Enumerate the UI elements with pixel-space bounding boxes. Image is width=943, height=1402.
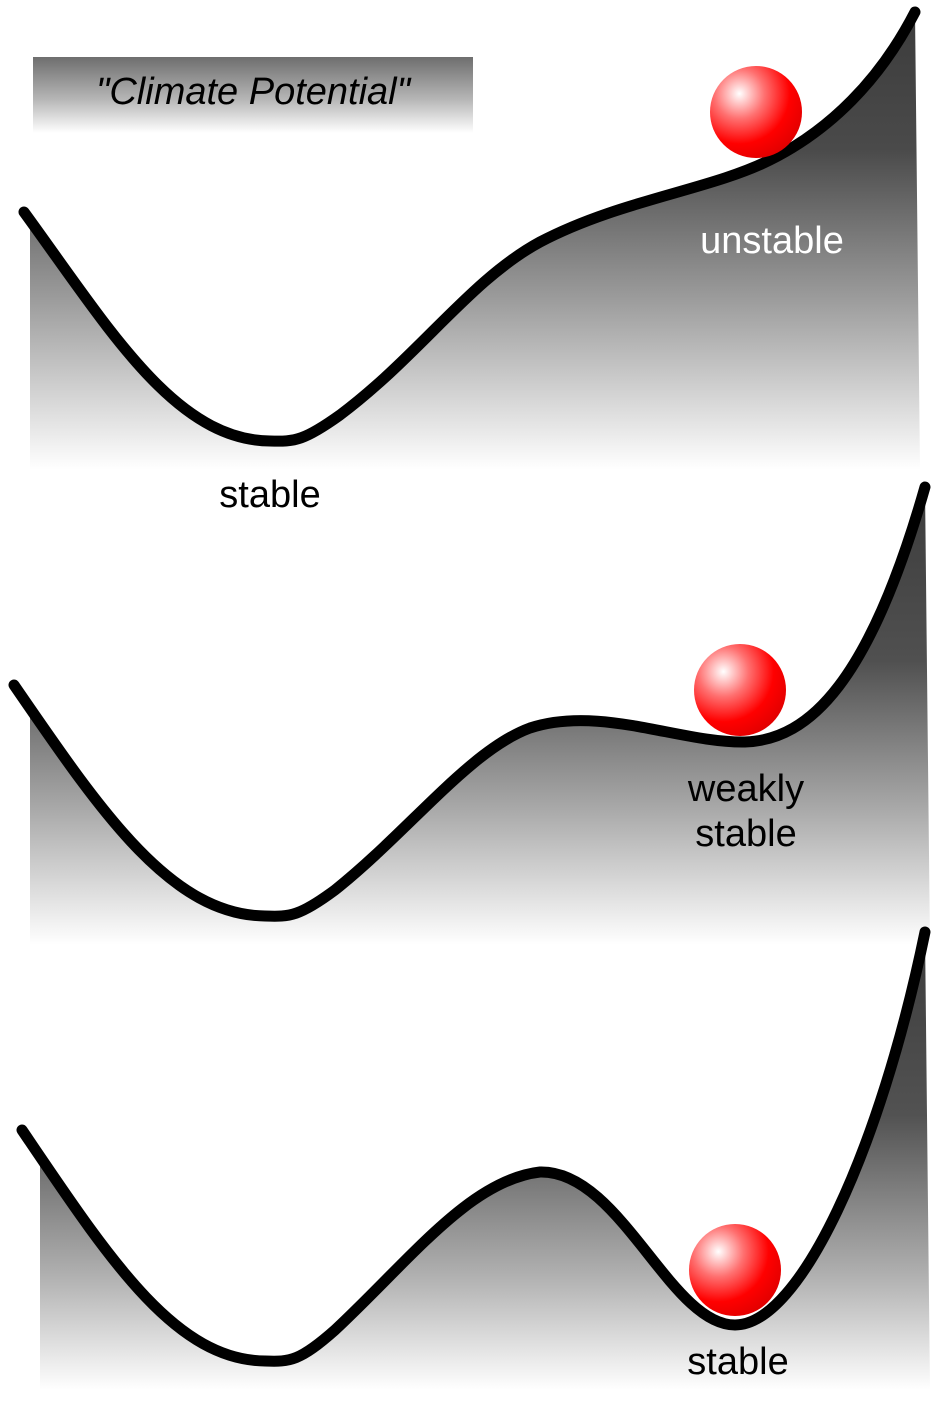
potential-fill-middle — [30, 487, 930, 945]
diagram-title: "Climate Potential" — [95, 70, 411, 113]
label-weakly-stable: stable — [695, 813, 797, 855]
label-stable-top: stable — [219, 474, 321, 516]
ball-unstable — [710, 66, 802, 158]
potential-curve-bottom — [16, 926, 931, 1367]
potential-fill-top — [30, 12, 920, 470]
label-weakly: weakly — [687, 768, 805, 810]
label-unstable: unstable — [700, 220, 844, 262]
title-box: "Climate Potential" — [33, 57, 473, 133]
panel-middle — [8, 481, 931, 945]
ball-weakly-stable — [694, 644, 786, 736]
label-stable-bottom: stable — [687, 1341, 789, 1383]
panel-top — [18, 6, 921, 470]
ball-stable — [689, 1224, 781, 1316]
potential-fill-bottom — [40, 932, 930, 1390]
panel-bottom — [16, 926, 931, 1390]
potential-curve-top — [18, 6, 921, 447]
potential-curve-middle — [8, 481, 931, 922]
